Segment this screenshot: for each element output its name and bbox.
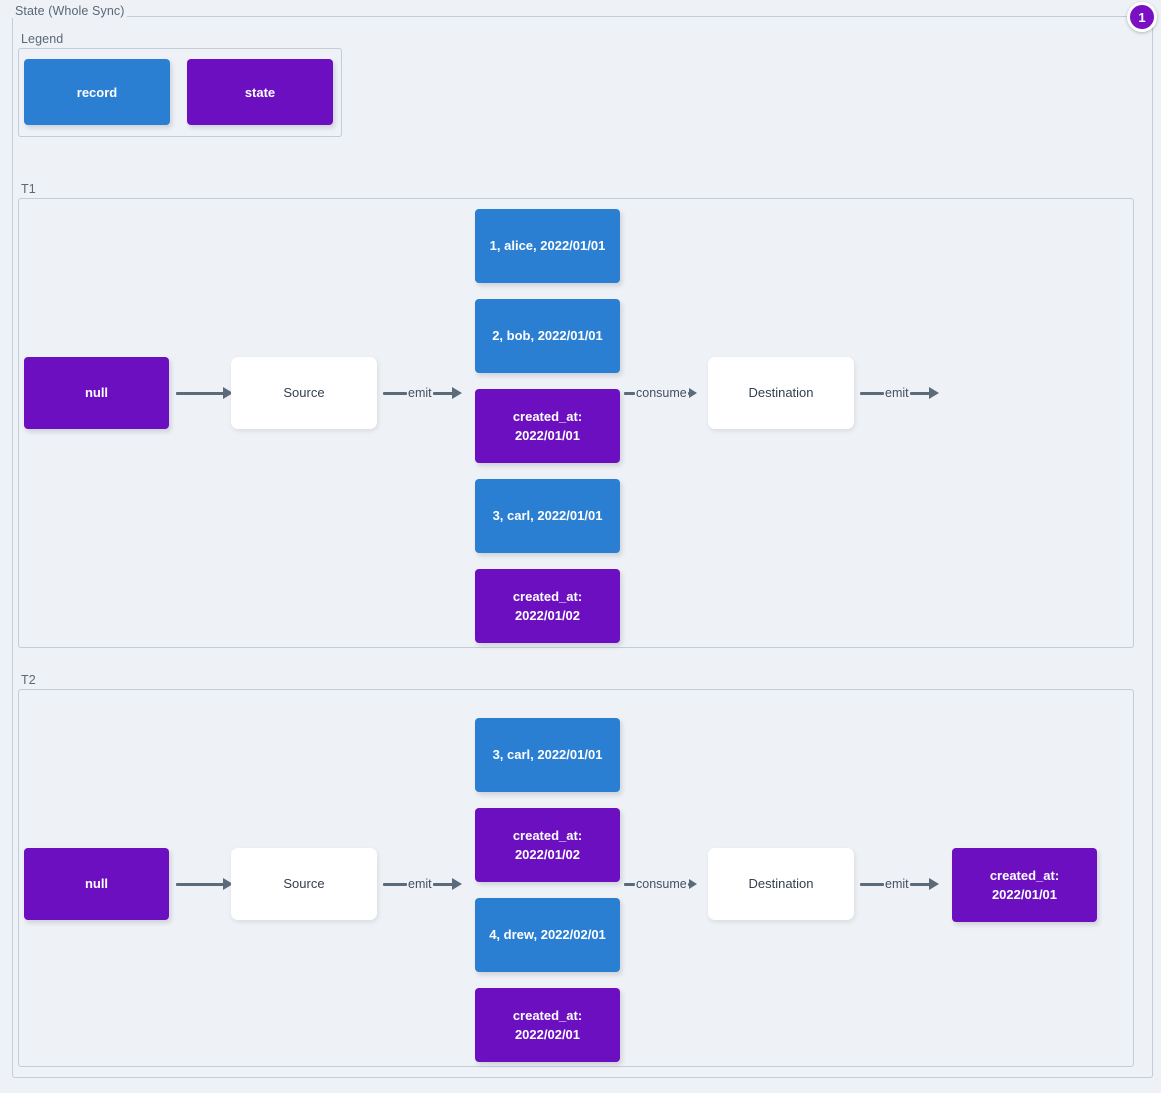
section-title-t2: T2 [18,673,39,687]
step-badge[interactable]: 1 [1127,2,1157,32]
t1-stream-item-2: created_at: 2022/01/01 [475,389,620,463]
t2-arrow-state-to-source [176,875,233,893]
t1-arrow-final-emit: emit [860,384,939,402]
t2-stream-item-1: created_at: 2022/01/02 [475,808,620,882]
t2-stream-item-0: 3, carl, 2022/01/01 [475,718,620,792]
t2-source-node: Source [231,848,377,920]
t1-destination-node: Destination [708,357,854,429]
page-title: State (Whole Sync) [12,4,128,18]
state-whole-sync-panel [12,16,1153,1078]
t1-source-node: Source [231,357,377,429]
t1-consume-label: consume [636,386,687,400]
t2-final-emit-label: emit [885,877,909,891]
section-panel-t1 [18,198,1134,648]
legend-label-state: state [244,84,276,100]
section-panel-t2 [18,689,1134,1067]
legend-swatch-state: state [187,59,333,125]
t2-arrow-final-emit: emit [860,875,939,893]
t2-emit-label: emit [408,877,432,891]
legend-label-record: record [76,84,118,100]
t1-arrow-emit: emit [383,384,462,402]
t2-stream-item-2: 4, drew, 2022/02/01 [475,898,620,972]
legend-title: Legend [18,32,67,46]
t2-consume-label: consume [636,877,687,891]
t2-arrow-emit: emit [383,875,462,893]
legend-panel [18,48,342,137]
t1-stream-item-1: 2, bob, 2022/01/01 [475,299,620,373]
t1-arrow-state-to-source [176,384,233,402]
t2-stream-item-3: created_at: 2022/02/01 [475,988,620,1062]
t2-output-state-node: created_at: 2022/01/01 [952,848,1097,922]
t1-initial-state-node: null [24,357,169,429]
legend-swatch-record: record [24,59,170,125]
t1-emit-label: emit [408,386,432,400]
t1-arrow-consume: consume [624,384,697,402]
t2-initial-state-node: null [24,848,169,920]
section-title-t1: T1 [18,182,39,196]
t1-stream-item-0: 1, alice, 2022/01/01 [475,209,620,283]
t2-arrow-consume: consume [624,875,697,893]
t2-destination-node: Destination [708,848,854,920]
t1-stream-item-4: created_at: 2022/01/02 [475,569,620,643]
t1-stream-item-3: 3, carl, 2022/01/01 [475,479,620,553]
t1-final-emit-label: emit [885,386,909,400]
